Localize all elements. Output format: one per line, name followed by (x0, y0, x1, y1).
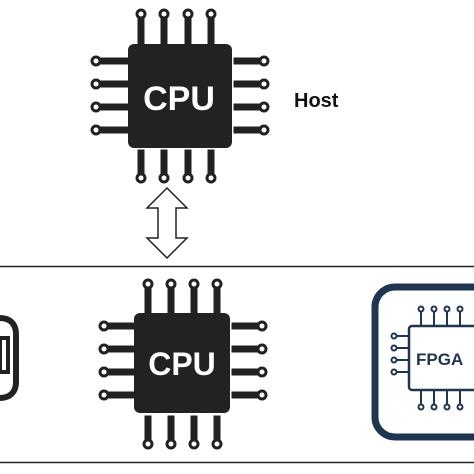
fpga-left-pins (390, 332, 409, 376)
host-cpu-chip: CPU (90, 8, 270, 184)
fpga-bottom-pins (417, 390, 464, 411)
device-cpu-bottom-pins (142, 415, 223, 450)
host-cpu-body (128, 44, 232, 148)
host-cpu-label: CPU (143, 80, 215, 118)
host-cpu-left-pins (90, 55, 129, 136)
device-cpu-left-pins (98, 320, 137, 401)
device-cpu-chip: CPU (98, 278, 268, 450)
fpga-chip: FPGA (371, 283, 474, 441)
host-cpu-bottom-pins (135, 149, 217, 184)
device-cpu-label: CPU (148, 346, 216, 382)
fpga-inner-chip (407, 324, 474, 392)
host-cpu-right-pins (233, 55, 270, 136)
double-arrow-icon (145, 186, 189, 260)
fpga-label: FPGA (416, 350, 463, 369)
host-label: Host (294, 90, 339, 112)
device-cpu-body (134, 313, 230, 413)
host-cpu-top-pins (135, 8, 217, 45)
device-left-partial-icon (0, 315, 19, 401)
fpga-top-pins (417, 305, 464, 326)
device-cpu-right-pins (231, 320, 268, 401)
device-cpu-top-pins (142, 278, 223, 315)
